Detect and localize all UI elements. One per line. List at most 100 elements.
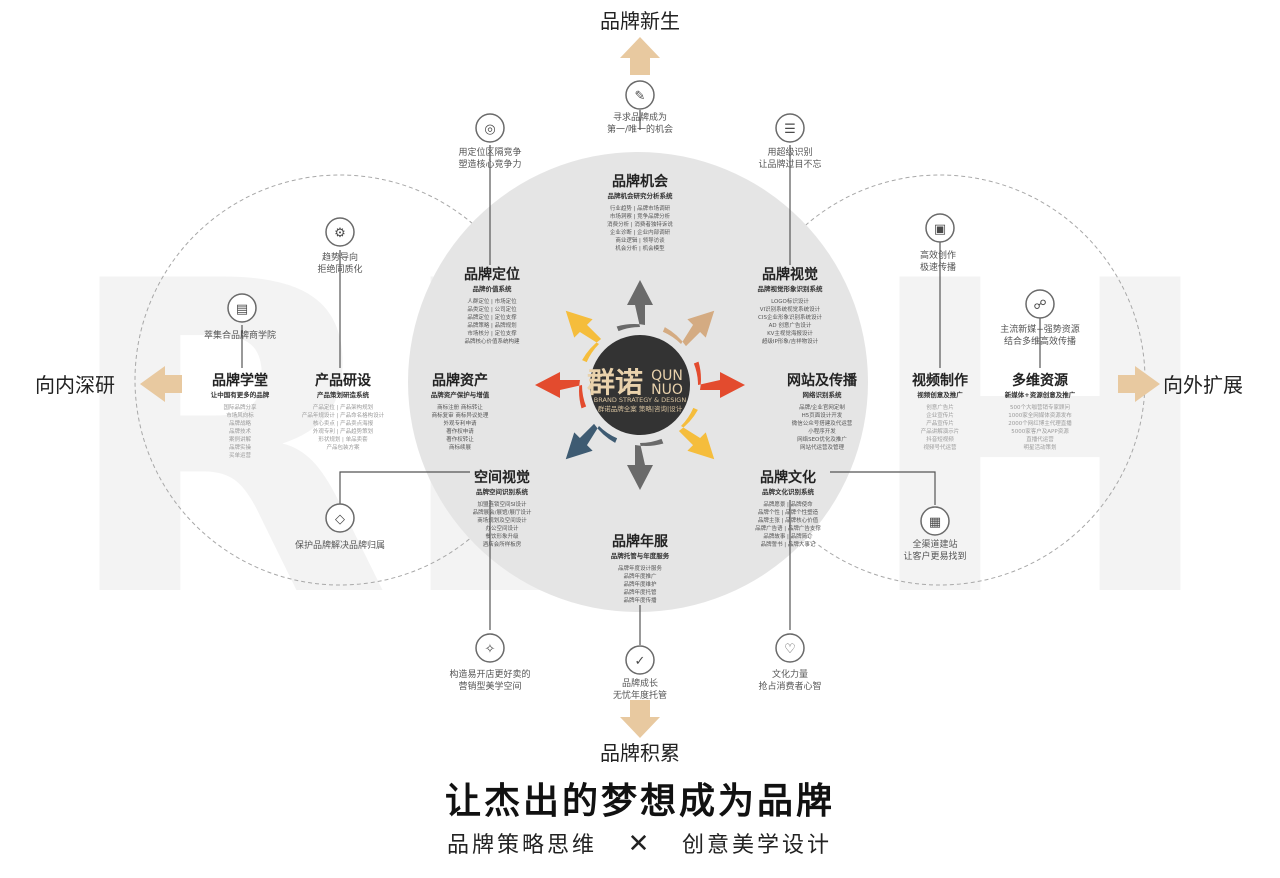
node-item: 酒店会所样板房	[483, 540, 522, 548]
node-title: 品牌机会	[612, 173, 669, 190]
svg-text:⚙: ⚙	[334, 226, 346, 241]
node-item: 外观专利 | 产品趋势策划	[313, 427, 373, 435]
target-head-icon: ◎	[475, 113, 505, 143]
node-item: 品牌实操	[229, 443, 252, 451]
node-subtitle: 品牌空间识别系统	[476, 487, 529, 496]
svg-text:☰: ☰	[784, 122, 796, 137]
node-visual: 品牌视觉品牌视觉形象识别系统LOGO标识设计VI识别系统视觉系统设计CIS企业形…	[758, 266, 824, 345]
caption-line: 品牌成长	[622, 677, 658, 689]
caption-line: 让品牌过目不忘	[758, 158, 821, 170]
book-head-icon: ▤	[227, 293, 257, 323]
caption-line: 保护品牌解决品牌归属	[295, 539, 385, 551]
down-direction-arrow	[620, 700, 660, 738]
space-head-icon: ✧	[475, 633, 505, 663]
node-subtitle: 品牌价值系统	[473, 284, 513, 293]
node-title: 多维资源	[1012, 372, 1068, 389]
node-item: 加盟连锁空间SI设计	[477, 500, 527, 508]
caption-line: 用超级识别	[767, 146, 812, 158]
node-title: 品牌学堂	[212, 372, 268, 389]
node-item: 创意广告片	[926, 403, 954, 411]
logo-cn-tagline: 群诺品牌全案 策略|咨询|设计	[598, 404, 683, 413]
node-item: 品牌/企业官网定制	[799, 403, 845, 411]
node-subtitle: 品牌视觉形象识别系统	[758, 284, 824, 293]
node-item: 网络SEO优化及推广	[797, 435, 847, 443]
node-item: 办公空间设计	[485, 524, 519, 532]
node-item: 品牌年度推广	[623, 572, 657, 580]
caption-line: 营销型美学空间	[458, 680, 521, 692]
node-space: 空间视觉品牌空间识别系统加盟连锁空间SI设计品牌展会/展馆/展厅设计商场规划及空…	[473, 469, 532, 548]
node-item: 5000家客户及APP资源	[1011, 427, 1069, 435]
node-item: 著作权转让	[446, 435, 474, 443]
node-item: 企业宣传片	[926, 411, 954, 419]
node-item: 品牌年度设计服务	[618, 564, 663, 572]
svg-text:✎: ✎	[635, 89, 646, 104]
node-item: 产品包装方案	[326, 443, 360, 451]
node-item: 2000个网红博主代理直播	[1008, 419, 1072, 427]
node-title: 品牌定位	[464, 266, 520, 283]
caption-line: 高效创作	[920, 249, 956, 261]
node-item: 超级IP形象/吉祥物设计	[762, 337, 819, 345]
node-item: 商业逻辑 | 领导访谈	[615, 236, 665, 244]
node-video: 视频制作视频创意及推广创意广告片企业宣传片产品宣传片产品讲解演示片抖音短视频视频…	[912, 372, 968, 451]
node-item: 产品年规设计 | 产品命名格构设计	[302, 411, 385, 419]
node-item: 品牌策略 | 品牌规划	[467, 321, 516, 329]
node-annual: 品牌年服品牌托管与年度服务品牌年度设计服务品牌年度推广品牌年度维护品牌年度托管品…	[611, 533, 670, 604]
node-subtitle: 品牌资产保护与增值	[431, 390, 490, 399]
node-item: CIS企业形象识别系统设计	[758, 313, 822, 321]
slogan-connector: ✕	[628, 829, 653, 859]
node-item: VI识别系统视觉系统设计	[760, 305, 821, 313]
logo-main-text: 群诺	[587, 366, 643, 399]
node-item: 品牌年度传播	[623, 596, 657, 604]
node-item: 市场风向标	[226, 411, 254, 419]
node-subtitle: 品牌文化识别系统	[762, 487, 815, 496]
left-direction-arrow	[140, 366, 182, 402]
node-title: 品牌年服	[612, 533, 669, 550]
node-title: 品牌视觉	[762, 266, 818, 283]
node-item: 商场规划及空间设计	[477, 516, 527, 524]
node-subtitle: 品牌机会研究分析系统	[608, 191, 674, 200]
node-item: 核心卖点 | 产品卖点海报	[313, 419, 374, 427]
svg-text:☍: ☍	[1033, 298, 1046, 313]
caption-line: 全渠道建站	[912, 538, 957, 550]
node-subtitle: 视频创意及推广	[917, 390, 963, 399]
node-item: 1000家全网媒体资源发布	[1008, 411, 1072, 419]
node-title: 品牌资产	[432, 372, 488, 389]
node-item: KV主视觉海报设计	[767, 329, 813, 337]
node-academy: 品牌学堂让中国有更多的品牌国际品牌分享市场风向标品牌战略品牌技术案例讲解品牌实操…	[211, 372, 270, 459]
caption-line: 让客户更易找到	[903, 550, 966, 562]
node-item: 品类定位 | 公司定位	[467, 305, 517, 313]
node-item: 网站代运营及管理	[800, 443, 845, 451]
caption-gather: 萃集合品牌商学院	[204, 329, 276, 341]
camera-head-icon: ▣	[925, 213, 955, 243]
gear-head-icon: ⚙	[325, 217, 355, 247]
node-subtitle: 网络识别系统	[803, 390, 843, 399]
node-subtitle: 品牌托管与年度服务	[611, 551, 670, 560]
svg-text:♡: ♡	[784, 642, 796, 657]
web-head-icon: ▦	[920, 506, 950, 536]
svg-text:▣: ▣	[934, 222, 946, 237]
node-item: 人群定位 | 市场定位	[467, 297, 517, 305]
caption-line: 用定位区隔竞争	[458, 146, 521, 158]
node-item: 买单运营	[229, 451, 252, 459]
node-item: 产品宣传片	[926, 419, 954, 427]
node-item: 行业趋势 | 品牌市场调研	[610, 204, 671, 212]
radial-arrow-north-east	[662, 310, 715, 347]
heart-head-icon: ♡	[775, 633, 805, 663]
radial-arrow-south	[627, 438, 664, 490]
node-subtitle: 产品策划研造系统	[317, 390, 370, 399]
node-title: 空间视觉	[474, 469, 530, 486]
radial-arrow-west	[535, 372, 587, 409]
node-item: 商标续展	[449, 443, 472, 451]
caption-line: 文化力量	[772, 668, 808, 680]
slogan-right: 创意美学设计	[682, 833, 832, 858]
